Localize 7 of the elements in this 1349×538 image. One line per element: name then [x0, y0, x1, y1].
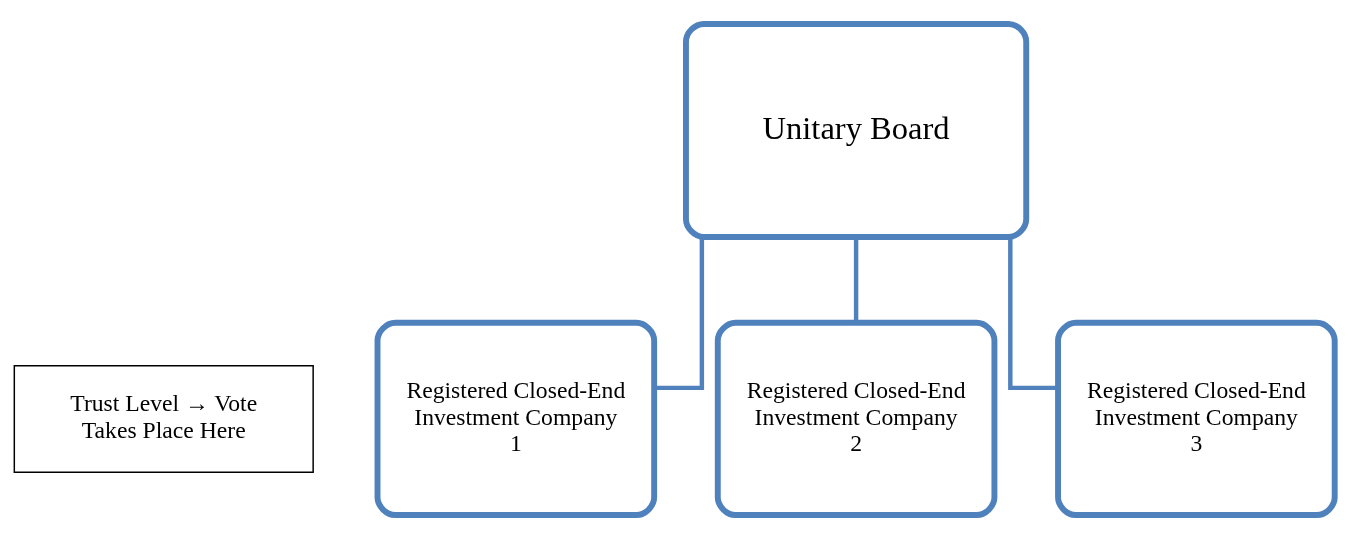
- node-box: Registered Closed-End Investment Company 3: [1055, 319, 1338, 518]
- node-box: Unitary Board: [683, 20, 1030, 240]
- connector: [1008, 236, 1058, 390]
- node-box: Registered Closed-End Investment Company 2: [714, 319, 998, 518]
- node-box: Registered Closed-End Investment Company 1: [374, 319, 658, 518]
- node-box: Trust Level → Vote Takes Place Here: [13, 364, 314, 473]
- connector: [654, 236, 705, 390]
